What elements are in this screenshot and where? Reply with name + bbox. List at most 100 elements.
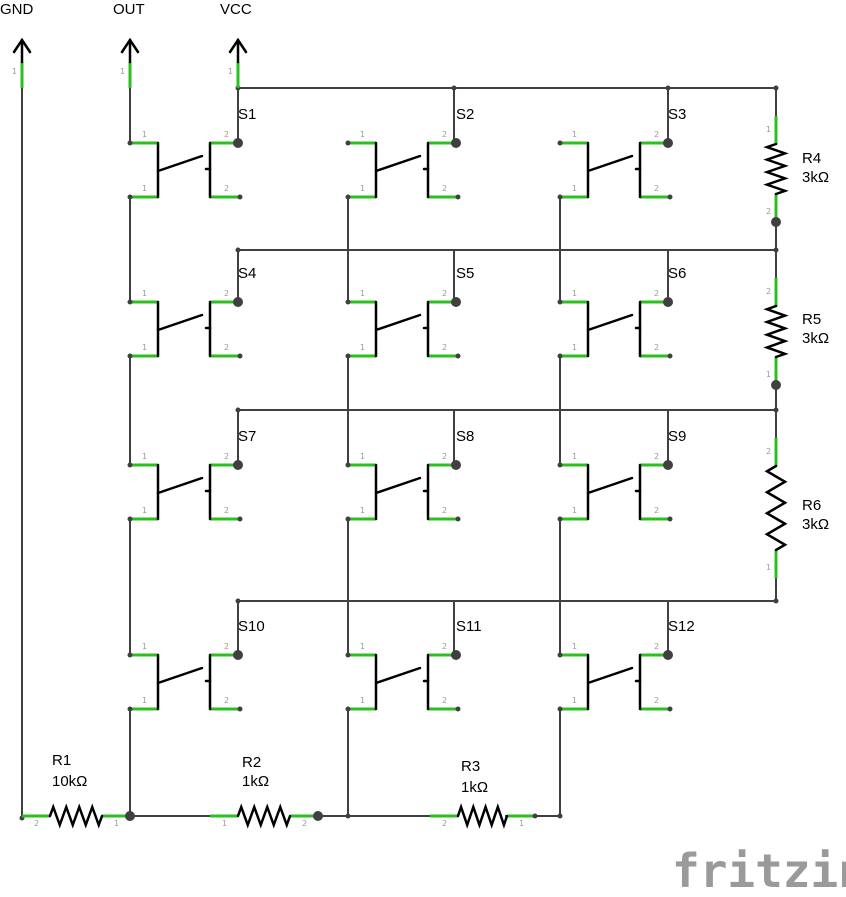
switch-node-dot: [557, 706, 563, 712]
switch-pin-number: 2: [442, 696, 447, 705]
switch-node-dot: [667, 194, 673, 200]
switch-node-dot: [237, 706, 243, 712]
switch-pin-number: 2: [224, 642, 229, 651]
resistor-terminal-dot: [771, 217, 781, 227]
switch-terminal-dot: [451, 460, 461, 470]
resistor-pin-number: 1: [766, 563, 771, 572]
switch-actuator: [586, 476, 634, 495]
switch-terminal-dot: [663, 460, 673, 470]
switch-node-dot: [345, 299, 351, 305]
switch-node-dot: [667, 353, 673, 359]
resistor-pin-number: 2: [766, 447, 771, 456]
switch-node-dot: [345, 353, 351, 359]
resistor-r5: 21: [763, 278, 789, 390]
switch-pin-number: 2: [224, 506, 229, 515]
bus-junction-dot: [345, 813, 351, 819]
vcc-pin-number: 1: [228, 67, 233, 76]
switch-node-dot: [667, 706, 673, 712]
switch-node-dot: [237, 194, 243, 200]
switch-pin-number: 1: [572, 343, 577, 352]
switch-label: S10: [238, 618, 265, 635]
switch-pin-number: 1: [142, 506, 147, 515]
switch-terminal-dot: [451, 138, 461, 148]
fritzing-logo: fritzing: [672, 844, 846, 897]
bus-junction-dot: [773, 247, 779, 253]
resistor-name: R1: [52, 752, 71, 769]
resistor-value: 10kΩ: [52, 773, 87, 790]
switch-node-dot: [557, 462, 563, 468]
resistor-pin-number: 1: [222, 819, 227, 828]
switch-node-dot: [237, 516, 243, 522]
resistor-pin-number: 1: [519, 819, 524, 828]
switch-node-dot: [557, 353, 563, 359]
switch-node-dot: [127, 299, 133, 305]
switch-pin-number: 1: [572, 289, 577, 298]
switch-actuator: [374, 666, 422, 685]
switch-actuator: [586, 154, 634, 173]
resistor-pin-number: 1: [766, 125, 771, 134]
resistor-zigzag: [236, 803, 292, 829]
resistor-pin-number: 1: [114, 819, 119, 828]
out-label: OUT: [113, 1, 145, 18]
switch-actuator: [374, 476, 422, 495]
switch-s6: 1 1 2 2: [557, 289, 673, 359]
out-pin-number: 1: [120, 67, 125, 76]
bus-junction-dot: [773, 85, 779, 91]
switch-pin-number: 1: [572, 506, 577, 515]
switch-pin-number: 1: [142, 696, 147, 705]
resistor-zigzag: [763, 304, 789, 359]
switch-node-dot: [345, 706, 351, 712]
switch-pin-number: 2: [654, 343, 659, 352]
switch-pin-number: 1: [142, 130, 147, 139]
resistor-zigzag: [456, 803, 509, 829]
resistor-zigzag: [48, 803, 104, 829]
resistor-value: 3kΩ: [802, 169, 829, 186]
switch-pin-number: 2: [442, 452, 447, 461]
switch-terminal-dot: [451, 650, 461, 660]
resistor-terminal-dot: [313, 811, 323, 821]
switch-pin-number: 1: [572, 642, 577, 651]
switch-actuator: [586, 313, 634, 332]
switch-node-dot: [127, 706, 133, 712]
switch-pin-number: 2: [224, 184, 229, 193]
switch-pin-number: 2: [442, 130, 447, 139]
resistor-zigzag: [764, 464, 788, 552]
switch-terminal-dot: [663, 297, 673, 307]
resistor-pin-number: 1: [766, 370, 771, 379]
resistor-r4: 12: [763, 116, 789, 227]
switch-node-dot: [345, 462, 351, 468]
resistor-value: 3kΩ: [802, 330, 829, 347]
switch-node-dot: [127, 516, 133, 522]
bus-junction-dot: [773, 407, 779, 413]
switch-pin-number: 1: [572, 130, 577, 139]
switch-label: S5: [456, 265, 474, 282]
switch-pin-number: 1: [572, 696, 577, 705]
switch-pin-number: 1: [142, 452, 147, 461]
switch-pin-number: 2: [442, 506, 447, 515]
switch-pin-number: 2: [654, 289, 659, 298]
switch-pin-number: 2: [442, 184, 447, 193]
switch-actuator: [156, 476, 204, 495]
switch-pin-number: 2: [224, 696, 229, 705]
resistor-name: R5: [802, 311, 821, 328]
switch-pin-number: 2: [654, 642, 659, 651]
switch-label: S6: [668, 265, 686, 282]
switch-pin-number: 2: [654, 184, 659, 193]
resistor-value: 1kΩ: [461, 779, 488, 796]
switch-node-dot: [455, 706, 461, 712]
switch-node-dot: [127, 140, 133, 146]
switch-terminal-dot: [451, 297, 461, 307]
switch-pin-number: 1: [572, 452, 577, 461]
resistor-terminal-dot: [125, 811, 135, 821]
bus-junction-dot: [451, 85, 457, 91]
switch-node-dot: [557, 516, 563, 522]
bus-junction-dot: [235, 247, 241, 253]
